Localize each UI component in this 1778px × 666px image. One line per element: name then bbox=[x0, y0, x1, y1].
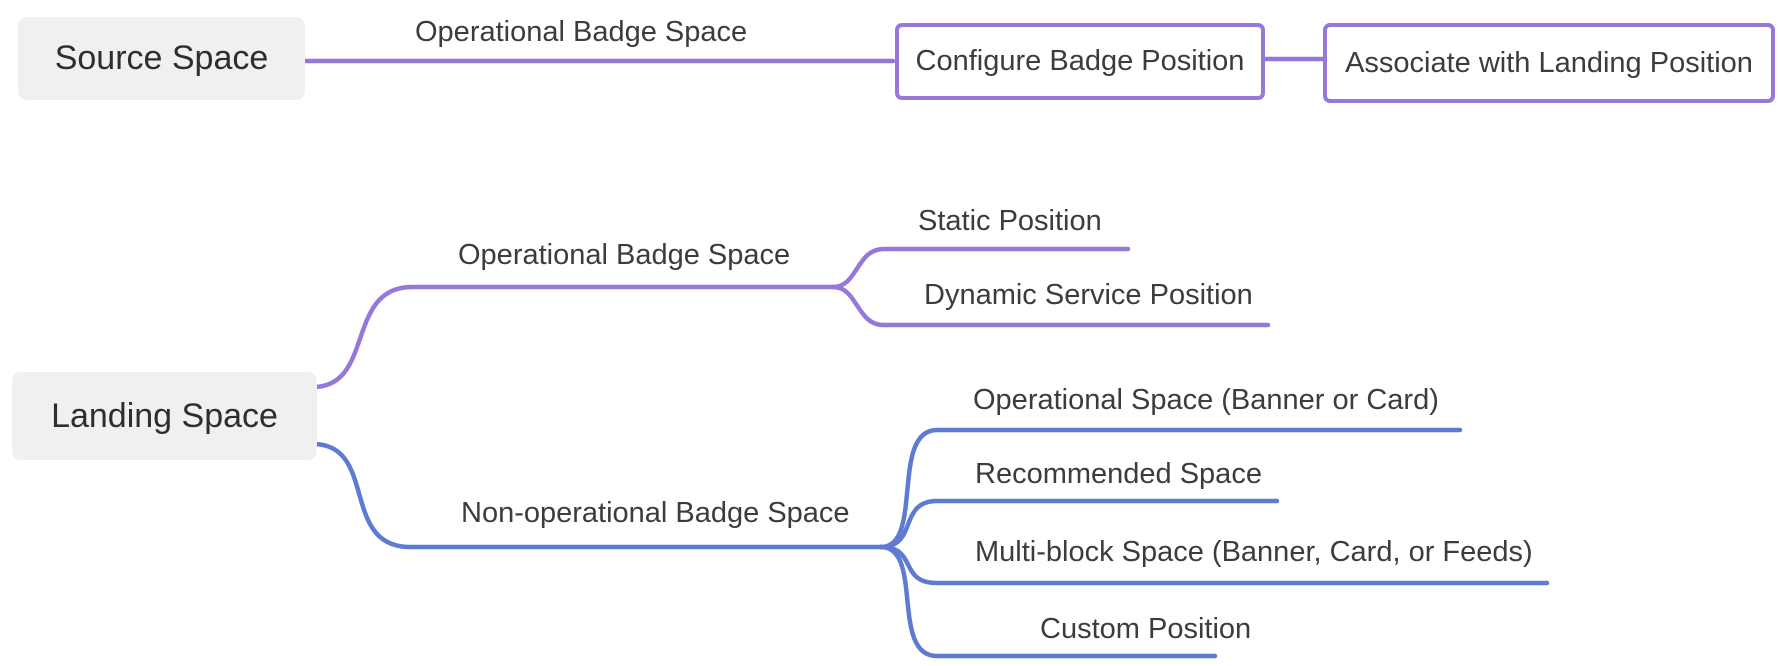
recommended-space-node: Recommended Space bbox=[975, 458, 1262, 490]
edge-landing-to-operational bbox=[310, 284, 836, 390]
edge-nonop-to-operational-space bbox=[878, 427, 1463, 550]
non-operational-badge-space-node: Non-operational Badge Space bbox=[461, 497, 850, 529]
custom-position-node: Custom Position bbox=[1040, 613, 1252, 645]
dynamic-service-position-node: Dynamic Service Position bbox=[924, 279, 1253, 311]
edge-nonop-to-custom bbox=[878, 544, 1218, 659]
landing-space-label: Landing Space bbox=[51, 396, 278, 435]
associate-landing-position-label: Associate with Landing Position bbox=[1345, 46, 1753, 79]
configure-badge-position-label: Configure Badge Position bbox=[915, 45, 1245, 77]
edge-operational-to-static bbox=[830, 246, 1131, 290]
operational-space-banner-card-node: Operational Space (Banner or Card) bbox=[973, 384, 1439, 416]
operational-badge-space-node: Operational Badge Space bbox=[458, 239, 791, 271]
associate-landing-position-node: Associate with Landing Position bbox=[1323, 23, 1775, 103]
source-edge-label: Operational Badge Space bbox=[415, 16, 748, 48]
static-position-node: Static Position bbox=[918, 205, 1102, 237]
source-space-node: Source Space bbox=[18, 17, 305, 100]
edge-operational-to-dynamic bbox=[830, 284, 1271, 328]
configure-badge-position-node: Configure Badge Position bbox=[895, 23, 1265, 100]
multi-block-space-node: Multi-block Space (Banner, Card, or Feed… bbox=[975, 536, 1533, 568]
edge-landing-to-nonoperational bbox=[310, 441, 884, 550]
edge-nonop-to-recommended bbox=[878, 498, 1280, 550]
source-space-label: Source Space bbox=[54, 39, 269, 77]
landing-space-node: Landing Space bbox=[12, 372, 317, 460]
